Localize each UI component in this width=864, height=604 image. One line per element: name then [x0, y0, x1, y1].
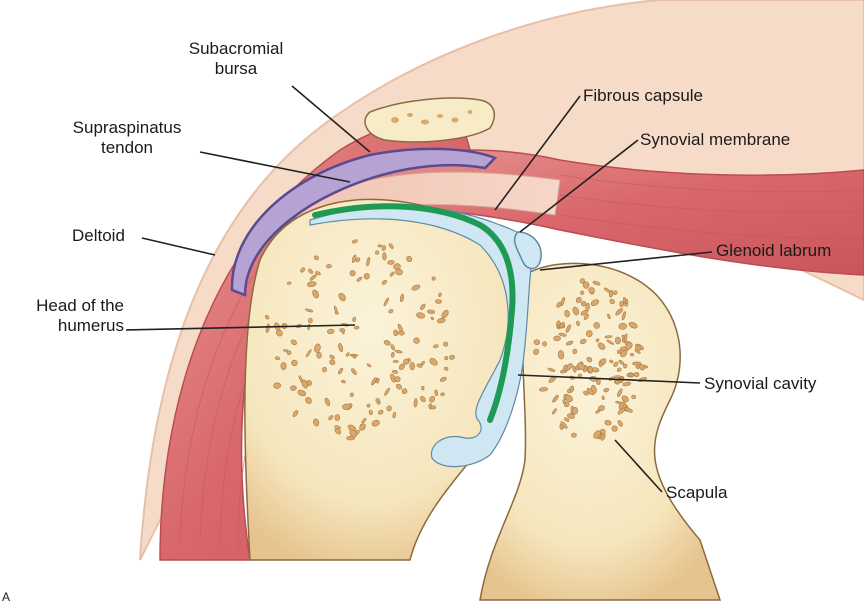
- label-synovial-membrane: Synovial membrane: [640, 130, 790, 150]
- trabecula: [273, 383, 280, 389]
- trabecula: [599, 362, 603, 367]
- trabecula: [430, 406, 436, 409]
- trabecula: [382, 253, 386, 261]
- trabecula: [620, 301, 624, 307]
- figure-panel-letter: A: [2, 590, 10, 604]
- trabecula: [572, 407, 578, 414]
- leader-deltoid: [142, 238, 215, 255]
- trabecula: [326, 264, 332, 268]
- trabecula: [335, 415, 340, 421]
- trabecula: [317, 352, 322, 358]
- label-subacromial-bursa-line2: bursa: [168, 59, 304, 79]
- trabecula: [553, 336, 560, 342]
- label-subacromial-bursa-line1: Subacromial: [168, 39, 304, 59]
- trabecula: [403, 359, 408, 364]
- trabecula: [632, 362, 641, 365]
- trabecula: [308, 318, 312, 323]
- trabecula: [534, 340, 540, 345]
- label-glenoid-labrum: Glenoid labrum: [716, 241, 831, 261]
- label-supraspinatus-line2: tendon: [52, 138, 202, 158]
- label-head-humerus-line2: humerus: [6, 316, 124, 336]
- label-subacromial-bursa: Subacromial bursa: [168, 39, 304, 79]
- trabecula: [564, 402, 570, 408]
- trabecula: [542, 341, 547, 346]
- trabecula: [630, 353, 634, 356]
- trabecula: [393, 330, 398, 336]
- trabecula: [387, 260, 394, 265]
- trabecula: [327, 329, 334, 334]
- trabecula: [615, 337, 621, 344]
- trabecula: [435, 300, 441, 304]
- label-supraspinatus-line1: Supraspinatus: [52, 118, 202, 138]
- trabecula: [339, 328, 345, 332]
- trabecula: [391, 352, 394, 357]
- label-synovial-cavity: Synovial cavity: [704, 374, 816, 394]
- trabecula: [410, 362, 415, 370]
- trabecula: [375, 251, 379, 255]
- trabecula: [567, 389, 571, 393]
- trabecula: [619, 323, 627, 330]
- trabecula: [588, 287, 595, 294]
- trabecula: [395, 376, 401, 381]
- trabecula: [586, 330, 592, 337]
- trabecula: [281, 362, 287, 369]
- label-scapula: Scapula: [666, 483, 727, 503]
- trabecula: [378, 245, 382, 248]
- trabecula: [335, 312, 339, 315]
- leader-glenoid-labrum: [540, 252, 712, 270]
- label-deltoid: Deltoid: [72, 226, 125, 246]
- trabecula: [421, 386, 424, 390]
- label-fibrous-capsule: Fibrous capsule: [583, 86, 703, 106]
- trabecula: [291, 360, 297, 366]
- label-head-of-humerus: Head of the humerus: [6, 296, 124, 336]
- trabecula: [631, 395, 636, 399]
- trabecula: [444, 356, 448, 360]
- label-head-humerus-line1: Head of the: [6, 296, 124, 316]
- label-supraspinatus-tendon: Supraspinatus tendon: [52, 118, 202, 158]
- trabecula: [393, 263, 401, 270]
- trabecula: [427, 310, 435, 314]
- trabecula: [393, 360, 398, 362]
